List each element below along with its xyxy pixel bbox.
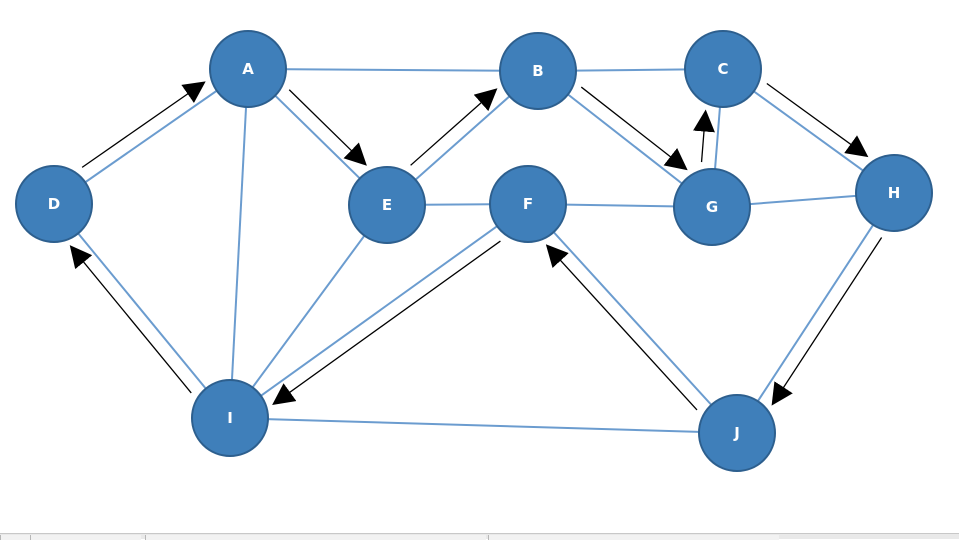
node-circle <box>499 32 577 110</box>
node-b[interactable]: B <box>499 32 577 110</box>
node-label: J <box>733 424 740 442</box>
node-a[interactable]: A <box>209 30 287 108</box>
node-label: I <box>227 409 233 427</box>
node-label: H <box>888 184 901 202</box>
path-arrow-c-to-h <box>766 82 869 158</box>
node-circle <box>191 379 269 457</box>
path-arrows-layer <box>69 81 883 411</box>
edge-a-d <box>53 68 249 205</box>
node-circle <box>698 394 776 472</box>
node-i[interactable]: I <box>191 379 269 457</box>
node-circle <box>673 168 751 246</box>
edge-a-b <box>247 68 539 72</box>
path-arrow-e-to-b <box>410 88 498 166</box>
node-h[interactable]: H <box>855 154 933 232</box>
node-label: E <box>382 196 392 214</box>
strip-segment <box>145 535 486 540</box>
node-label: A <box>242 60 254 78</box>
path-arrow-a-to-e <box>288 89 367 166</box>
edge-a-i <box>229 68 249 419</box>
edge-i-j <box>229 417 738 434</box>
node-label: C <box>717 60 728 78</box>
node-circle <box>684 30 762 108</box>
path-arrow-h-to-j <box>771 237 883 406</box>
node-circle <box>209 30 287 108</box>
edge-d-i <box>53 203 231 419</box>
nodes-layer: A B C D E F G H I J <box>15 30 933 472</box>
strip-segment <box>30 535 141 540</box>
edge-h-j <box>736 192 895 434</box>
path-arrow-b-to-g <box>580 86 688 171</box>
node-label: G <box>706 198 718 216</box>
node-circle <box>15 165 93 243</box>
node-c[interactable]: C <box>684 30 762 108</box>
path-arrow-d-to-a <box>81 81 206 168</box>
strip-segment <box>0 535 31 540</box>
path-arrow-j-to-f <box>545 244 698 411</box>
strip-segment <box>488 535 779 540</box>
node-circle <box>348 166 426 244</box>
node-d[interactable]: D <box>15 165 93 243</box>
path-arrow-f-to-i <box>272 240 501 405</box>
edge-f-j <box>527 203 738 434</box>
node-label: F <box>523 195 533 213</box>
node-circle <box>489 165 567 243</box>
bottom-scrollbar-strip[interactable] <box>0 533 959 540</box>
node-j[interactable]: J <box>698 394 776 472</box>
node-label: D <box>48 195 60 213</box>
node-e[interactable]: E <box>348 166 426 244</box>
edge-f-i <box>229 203 529 419</box>
node-circle <box>855 154 933 232</box>
path-arrow-i-to-d <box>69 245 192 394</box>
path-arrow-g-to-c <box>693 109 715 163</box>
node-g[interactable]: G <box>673 168 751 246</box>
node-f[interactable]: F <box>489 165 567 243</box>
node-label: B <box>532 62 543 80</box>
edge-e-i <box>229 204 388 419</box>
